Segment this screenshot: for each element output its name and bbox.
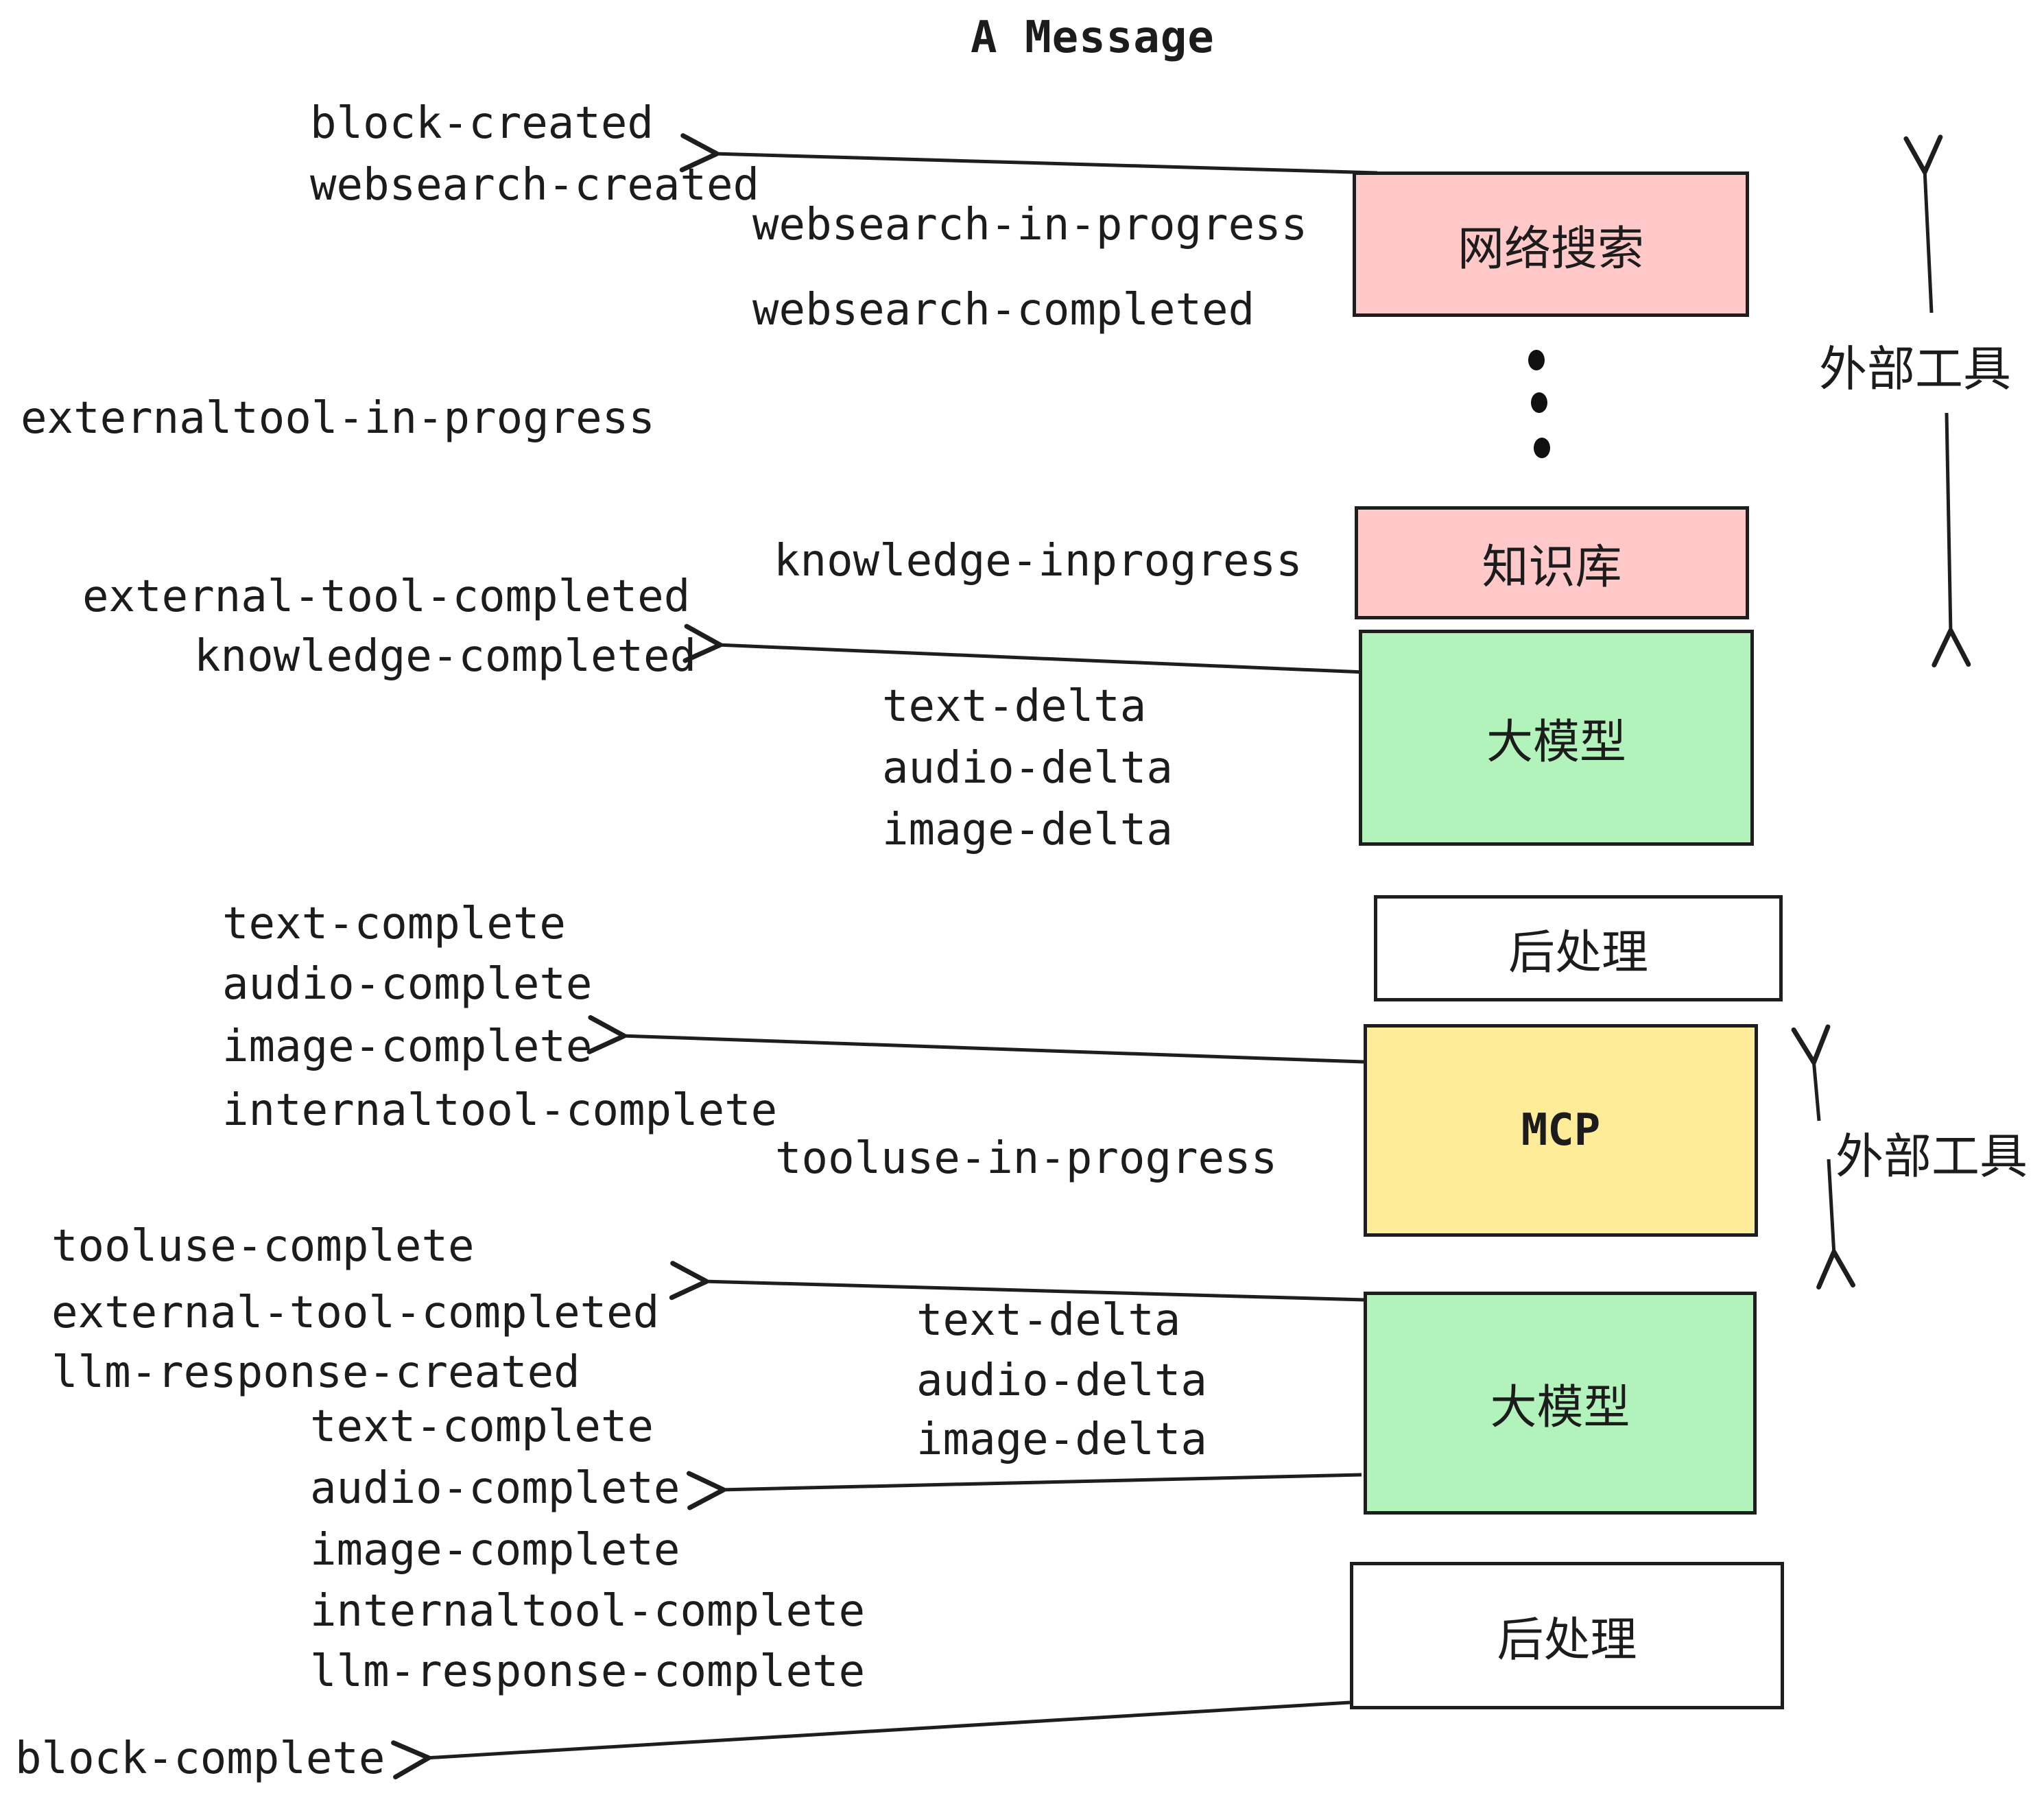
box-mcp-label: MCP bbox=[1521, 1105, 1601, 1156]
event-tooluse-complete: tooluse-complete bbox=[51, 1221, 475, 1272]
event-audio-complete-1: audio-complete bbox=[222, 959, 593, 1010]
arrow-llm2-to-audio-complete bbox=[686, 1471, 1362, 1510]
box-mcp: MCP bbox=[1364, 1024, 1758, 1237]
arrow-post-to-block-complete bbox=[391, 1700, 1351, 1780]
diagram-title: A Message bbox=[971, 12, 1215, 63]
event-websearch-created: websearch-created bbox=[310, 160, 760, 211]
event-external-tool-completed: external-tool-completed bbox=[82, 571, 691, 622]
arrow-external-tools-down-2 bbox=[1816, 1159, 1856, 1290]
arrow-external-tools-up-2 bbox=[1791, 1024, 1831, 1121]
arrow-llm-to-knowledge-completed bbox=[682, 624, 1366, 674]
event-knowledge-completed: knowledge-completed bbox=[194, 631, 697, 682]
label-external-tools-bottom: 外部工具 bbox=[1835, 1128, 2028, 1185]
event-image-delta-2: image-delta bbox=[916, 1414, 1207, 1465]
box-llm-top: 大模型 bbox=[1359, 630, 1754, 846]
box-knowledge: 知识库 bbox=[1355, 506, 1749, 619]
event-knowledge-inprogress: knowledge-inprogress bbox=[774, 536, 1303, 586]
label-external-tools-top: 外部工具 bbox=[1819, 341, 2011, 397]
event-block-created: block-created bbox=[310, 98, 654, 149]
event-image-complete-2: image-complete bbox=[310, 1525, 680, 1576]
event-external-tool-completed-2: external-tool-completed bbox=[51, 1287, 660, 1338]
box-llm-bottom-label: 大模型 bbox=[1490, 1381, 1630, 1435]
ellipsis-dot-2 bbox=[1531, 392, 1547, 413]
box-post-top: 后处理 bbox=[1374, 895, 1783, 1001]
arrow-external-tools-up-1 bbox=[1903, 134, 1943, 313]
event-audio-delta-2: audio-delta bbox=[916, 1355, 1207, 1406]
ellipsis-dot-1 bbox=[1528, 350, 1545, 370]
box-post-bottom-label: 后处理 bbox=[1497, 1613, 1637, 1667]
box-llm-bottom: 大模型 bbox=[1364, 1292, 1757, 1515]
event-image-delta-1: image-delta bbox=[882, 805, 1173, 855]
event-tooluse-in-progress: tooluse-in-progress bbox=[775, 1133, 1278, 1184]
event-audio-delta-1: audio-delta bbox=[882, 743, 1173, 794]
event-externaltool-in-progress: externaltool-in-progress bbox=[21, 393, 655, 444]
box-websearch: 网络搜索 bbox=[1353, 171, 1749, 317]
event-audio-complete-2: audio-complete bbox=[310, 1463, 680, 1514]
event-text-delta-2: text-delta bbox=[916, 1295, 1181, 1346]
event-websearch-in-progress: websearch-in-progress bbox=[752, 200, 1308, 250]
arrow-websearch-to-block-created bbox=[679, 133, 1378, 175]
box-post-top-label: 后处理 bbox=[1508, 926, 1648, 980]
box-post-bottom: 后处理 bbox=[1350, 1562, 1784, 1709]
event-image-complete-1: image-complete bbox=[222, 1021, 593, 1072]
arrow-external-tools-down-1 bbox=[1932, 412, 1971, 667]
event-block-complete: block-complete bbox=[15, 1733, 385, 1784]
ellipsis-dot-3 bbox=[1534, 438, 1550, 458]
box-knowledge-label: 知识库 bbox=[1482, 541, 1622, 595]
event-text-complete-1: text-complete bbox=[222, 899, 566, 949]
event-text-delta-1: text-delta bbox=[882, 681, 1147, 732]
event-text-complete-2: text-complete bbox=[310, 1401, 654, 1452]
event-internaltool-complete-2: internaltool-complete bbox=[310, 1586, 866, 1637]
event-websearch-completed: websearch-completed bbox=[752, 285, 1255, 335]
box-websearch-label: 网络搜索 bbox=[1457, 222, 1644, 276]
event-internaltool-complete-1: internaltool-complete bbox=[222, 1085, 778, 1136]
arrow-mcp-to-image-complete bbox=[586, 1014, 1364, 1064]
box-llm-top-label: 大模型 bbox=[1486, 715, 1626, 770]
event-llm-response-complete: llm-response-complete bbox=[310, 1646, 866, 1697]
event-llm-response-created: llm-response-created bbox=[51, 1347, 580, 1398]
